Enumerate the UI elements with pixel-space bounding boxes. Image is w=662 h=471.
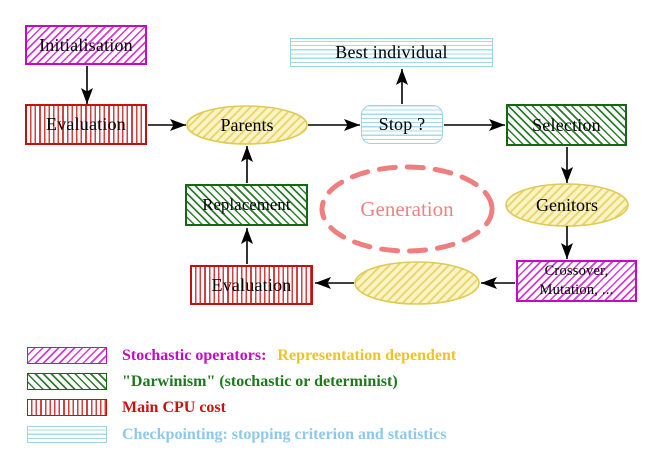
legend-row-checkpointing: Checkpointing: stopping criterion and st… [122, 425, 446, 445]
legend-row-darwinism: "Darwinism" (stochastic or determinist) [122, 372, 398, 392]
node-replacement-label: Replacement [202, 195, 291, 214]
node-evaluation-bottom: Evaluation [190, 265, 313, 305]
node-initialisation-label: Initialisation [39, 34, 133, 55]
node-crossover-label-line1: Crossover, [544, 263, 609, 280]
node-replacement: Replacement [185, 184, 308, 226]
legend-darwinism-label: "Darwinism" (stochastic or determinist) [122, 373, 398, 390]
legend-swatch-checkpointing [27, 426, 107, 443]
legend-stochastic-label: Stochastic operators: [122, 347, 267, 364]
node-evaluation-top: Evaluation [25, 104, 147, 145]
node-stop-label: Stop ? [378, 114, 426, 134]
legend-checkpointing-label: Checkpointing: stopping criterion and st… [122, 426, 447, 443]
node-initialisation: Initialisation [25, 25, 147, 65]
node-genitors-label: Genitors [536, 194, 598, 215]
legend-swatch-stochastic-operators [27, 347, 107, 364]
generation-loop-label: Generation [360, 196, 454, 221]
legend-cpu-cost-label: Main CPU cost [122, 399, 226, 416]
legend-swatch-cpu-cost [27, 399, 107, 416]
legend-swatch-darwinism [27, 373, 107, 390]
generation-dashed-ellipse [319, 164, 495, 254]
node-evaluation-bottom-label: Evaluation [211, 274, 292, 295]
legend-representation-label: Representation dependent [277, 347, 457, 364]
parents-ellipse [186, 105, 308, 145]
node-crossover-label-line2: Mutation, ... [539, 282, 614, 298]
node-best-individual: Best individual [290, 38, 493, 67]
legend-row-cpu-cost: Main CPU cost [122, 398, 226, 418]
node-selection: Selection [506, 104, 627, 146]
node-selection-label: Selection [532, 114, 601, 135]
node-parents-label: Parents [220, 114, 274, 135]
node-evaluation-top-label: Evaluation [46, 114, 126, 134]
node-stop: Stop ? [361, 105, 443, 144]
node-crossover-mutation: Crossover, Mutation, ... [516, 260, 637, 302]
offspring-ellipse [354, 261, 480, 305]
node-offspring-label [355, 270, 479, 296]
legend-row-stochastic-operators: Stochastic operators: Representation dep… [122, 346, 456, 366]
node-best-individual-label: Best individual [335, 42, 448, 62]
